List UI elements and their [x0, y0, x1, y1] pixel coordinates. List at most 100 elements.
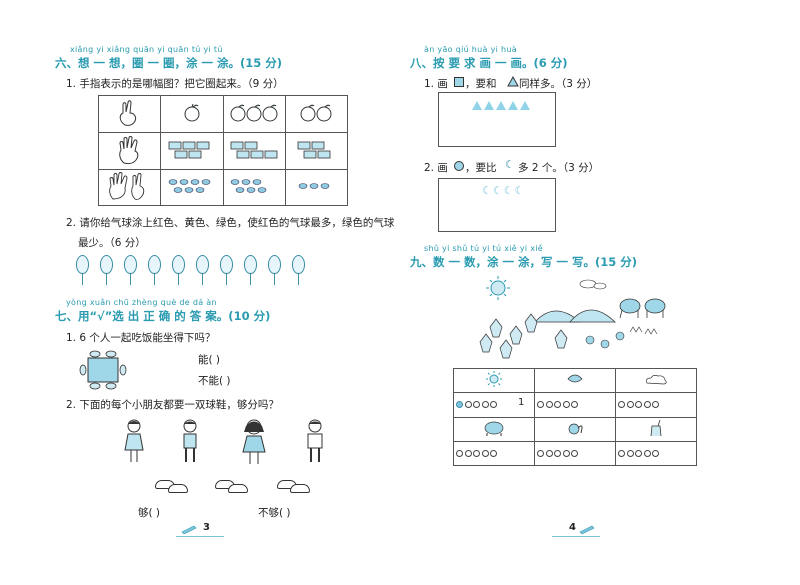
balloon-string — [178, 274, 179, 285]
s6-q2-line1: 2. 请你给气球涂上红色、黄色、绿色，使红色的气球最多，绿色的气球 — [66, 217, 395, 229]
circle-empty[interactable] — [481, 450, 489, 457]
circle-empty[interactable] — [562, 401, 570, 408]
bird-icon — [567, 374, 583, 383]
circle-empty[interactable] — [464, 450, 472, 457]
balloon-string — [106, 274, 107, 285]
circle-empty[interactable] — [490, 401, 497, 408]
circle-empty[interactable] — [562, 450, 570, 457]
count-sun[interactable]: 1 — [453, 392, 535, 418]
balloon-5[interactable] — [172, 255, 185, 274]
balloon-string — [226, 274, 227, 285]
count-bird[interactable] — [534, 392, 616, 418]
circle-empty[interactable] — [635, 450, 642, 457]
cannot-option[interactable]: 不能( ) — [198, 375, 231, 387]
books-icon — [297, 141, 331, 158]
balloon-10[interactable] — [292, 255, 305, 274]
header-bird — [534, 368, 616, 393]
circle-empty[interactable] — [554, 401, 561, 408]
cell-apple-3[interactable] — [222, 95, 286, 133]
moons-row: ☾☾☾☾ — [482, 184, 526, 197]
circle-empty[interactable] — [626, 401, 634, 408]
balloon-3[interactable] — [124, 255, 137, 274]
balloon-2[interactable] — [100, 255, 113, 274]
s8-q1-b: ，要和 — [465, 78, 497, 90]
circle-empty[interactable] — [464, 401, 472, 408]
s6-q1: 1. 手指表示的是哪幅图？把它圈起来。（9 分） — [66, 78, 284, 90]
s9-pinyin: shǔ yi shǔ tú yi tú xiě yi xiě — [424, 244, 544, 253]
balloon-6[interactable] — [196, 255, 209, 274]
circle-filled[interactable] — [456, 401, 463, 408]
circle-empty[interactable] — [545, 450, 553, 457]
fish-icon — [168, 179, 211, 193]
cell-fish-3[interactable] — [284, 169, 349, 206]
balloon-string — [154, 274, 155, 285]
draw-area-circles[interactable]: ☾☾☾☾ — [438, 178, 556, 232]
balloon-4[interactable] — [148, 255, 161, 274]
balloon-8[interactable] — [244, 255, 257, 274]
count-elephant[interactable] — [453, 441, 535, 466]
cell-apple-2[interactable] — [284, 95, 349, 133]
not-enough-option[interactable]: 不够( ) — [258, 507, 291, 519]
cell-apple-1[interactable] — [160, 95, 224, 133]
balloon-1[interactable] — [76, 255, 89, 274]
tent-icon — [534, 309, 616, 323]
circle-empty[interactable] — [571, 401, 578, 408]
moon-icon: ☾ — [514, 184, 525, 197]
page-underline — [176, 536, 224, 537]
cell-hands-7 — [97, 169, 162, 206]
balloon-string — [130, 274, 131, 285]
circle-empty[interactable] — [618, 401, 625, 408]
two-hands-icon — [108, 172, 144, 200]
moon-icon: ☾ — [482, 184, 492, 197]
fish-icon — [230, 179, 267, 193]
circle-empty[interactable] — [571, 450, 578, 457]
circle-empty[interactable] — [481, 401, 489, 408]
cell-fish-6[interactable] — [222, 169, 286, 206]
circle-empty[interactable] — [537, 401, 544, 408]
circle-empty[interactable] — [643, 450, 651, 457]
count-deer[interactable] — [615, 441, 697, 466]
elephant-icon — [619, 298, 666, 319]
books-icon — [168, 141, 210, 158]
circle-empty[interactable] — [537, 450, 544, 457]
circle-empty[interactable] — [554, 450, 561, 457]
count-squirrel[interactable] — [534, 441, 616, 466]
circle-empty[interactable] — [652, 450, 659, 457]
cell-books-4[interactable] — [284, 132, 349, 170]
balloon-9[interactable] — [268, 255, 281, 274]
cell-books-5b[interactable] — [222, 132, 286, 170]
count-cloud[interactable] — [615, 392, 697, 418]
can-option[interactable]: 能( ) — [198, 354, 221, 366]
circle-empty[interactable] — [626, 450, 634, 457]
header-sun — [453, 368, 535, 393]
enough-option[interactable]: 够( ) — [138, 507, 161, 519]
circle-empty[interactable] — [618, 450, 625, 457]
s9-title: 九、数 一 数，涂 一 涂，写 一 写。(15 分) — [410, 255, 638, 269]
pencil-icon — [579, 525, 595, 534]
boy-icon — [183, 419, 197, 462]
shoe-icon — [168, 484, 188, 493]
cell-hand-5 — [97, 132, 162, 170]
cell-books-5a[interactable] — [160, 132, 224, 170]
s8-pinyin: àn yāo qiú huà yi huà — [424, 45, 517, 54]
cell-fish-7[interactable] — [160, 169, 224, 206]
hand-two-fingers-icon — [119, 99, 136, 126]
triangle-icon — [496, 101, 506, 110]
draw-area-squares[interactable] — [438, 92, 556, 147]
page-number-left: 3 — [203, 522, 210, 533]
circle-empty[interactable] — [643, 401, 651, 408]
circle-empty[interactable] — [652, 401, 659, 408]
balloon-7[interactable] — [220, 255, 233, 274]
circle-empty[interactable] — [490, 450, 497, 457]
circle-empty[interactable] — [473, 401, 480, 408]
circle-empty[interactable] — [456, 450, 463, 457]
page-underline — [552, 536, 600, 537]
shoe-icon — [290, 484, 310, 493]
s8-q2-b: ，要比 — [465, 162, 497, 174]
circle-empty[interactable] — [635, 401, 642, 408]
circle-empty[interactable] — [473, 450, 480, 457]
books-icon — [230, 141, 278, 158]
balloon-string — [274, 274, 275, 285]
page-number-right: 4 — [569, 522, 576, 533]
circle-empty[interactable] — [545, 401, 553, 408]
